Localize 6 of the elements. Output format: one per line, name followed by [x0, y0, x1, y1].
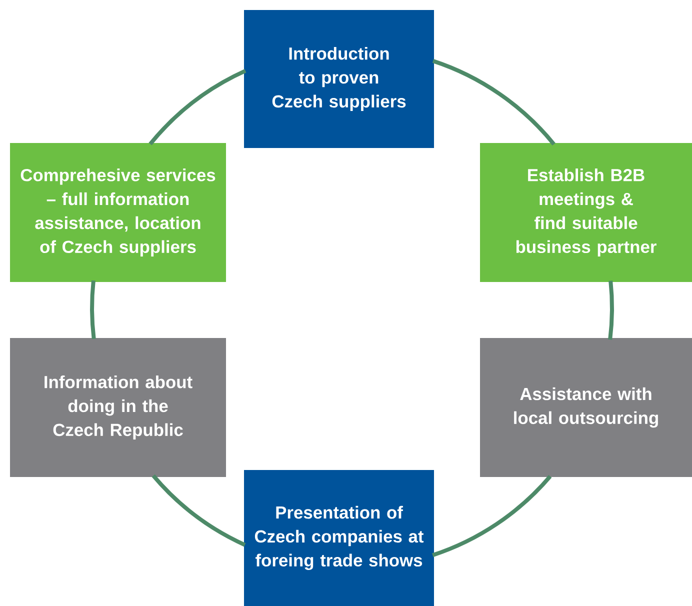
process-box: Introduction to proven Czech suppliers: [244, 10, 434, 148]
process-box: Comprehesive services – full information assistance, location of Czech suppliers: [10, 143, 226, 282]
process-box: Presentation of Czech companies at foreing trade shows: [244, 470, 434, 606]
process-box: Assistance with local outsourcing: [480, 338, 692, 477]
process-box: Establish B2B meetings & find suitable business partner: [480, 143, 692, 282]
process-box: Information about doing in the Czech Republic: [10, 338, 226, 477]
